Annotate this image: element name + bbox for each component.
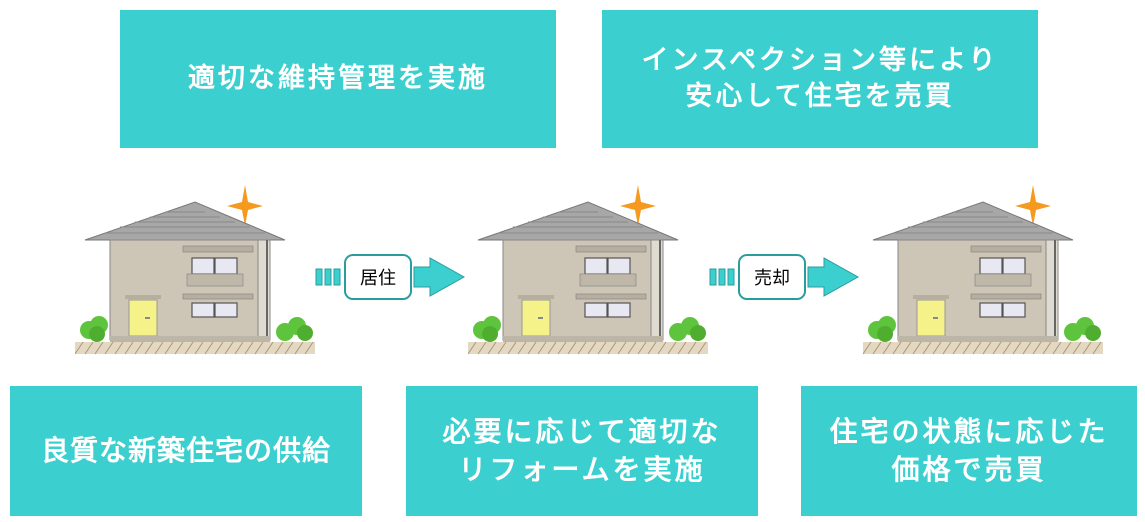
- bush-icon: [868, 316, 1101, 342]
- top-box-maintenance-text: 適切な維持管理を実施: [188, 62, 488, 94]
- arrow-reside: 居住: [314, 252, 474, 306]
- sparkle-icon: [227, 185, 263, 226]
- house-illustration-lived-in: [468, 185, 708, 355]
- bottom-box-new-housing-text: 良質な新築住宅の供給: [40, 434, 331, 468]
- arrow-sell: 売却: [708, 252, 868, 306]
- bush-icon: [80, 316, 313, 342]
- top-box-inspection: インスペクション等により 安心して住宅を売買: [602, 10, 1038, 148]
- sparkle-icon: [620, 185, 656, 226]
- right-arrow-icon: [709, 254, 860, 300]
- top-box-inspection-text: インスペクション等により 安心して住宅を売買: [641, 44, 999, 112]
- arrow-reside-label: 居住: [360, 268, 396, 289]
- bottom-box-reform-text: 必要に応じて適切な リフォームを実施: [442, 415, 722, 486]
- bottom-box-reform: 必要に応じて適切な リフォームを実施: [406, 386, 758, 516]
- house-illustration-sold: [863, 185, 1103, 355]
- arrow-sell-label: 売却: [754, 268, 790, 289]
- sparkle-icon: [1015, 185, 1051, 226]
- right-arrow-icon: [315, 254, 466, 300]
- bottom-box-price-trade-text: 住宅の状態に応じた 価格で売買: [829, 415, 1109, 486]
- house-illustration-new: [75, 185, 315, 355]
- bottom-box-price-trade: 住宅の状態に応じた 価格で売買: [801, 386, 1137, 516]
- top-box-maintenance: 適切な維持管理を実施: [120, 10, 556, 148]
- bottom-box-new-housing: 良質な新築住宅の供給: [10, 386, 362, 516]
- bush-icon: [473, 316, 706, 342]
